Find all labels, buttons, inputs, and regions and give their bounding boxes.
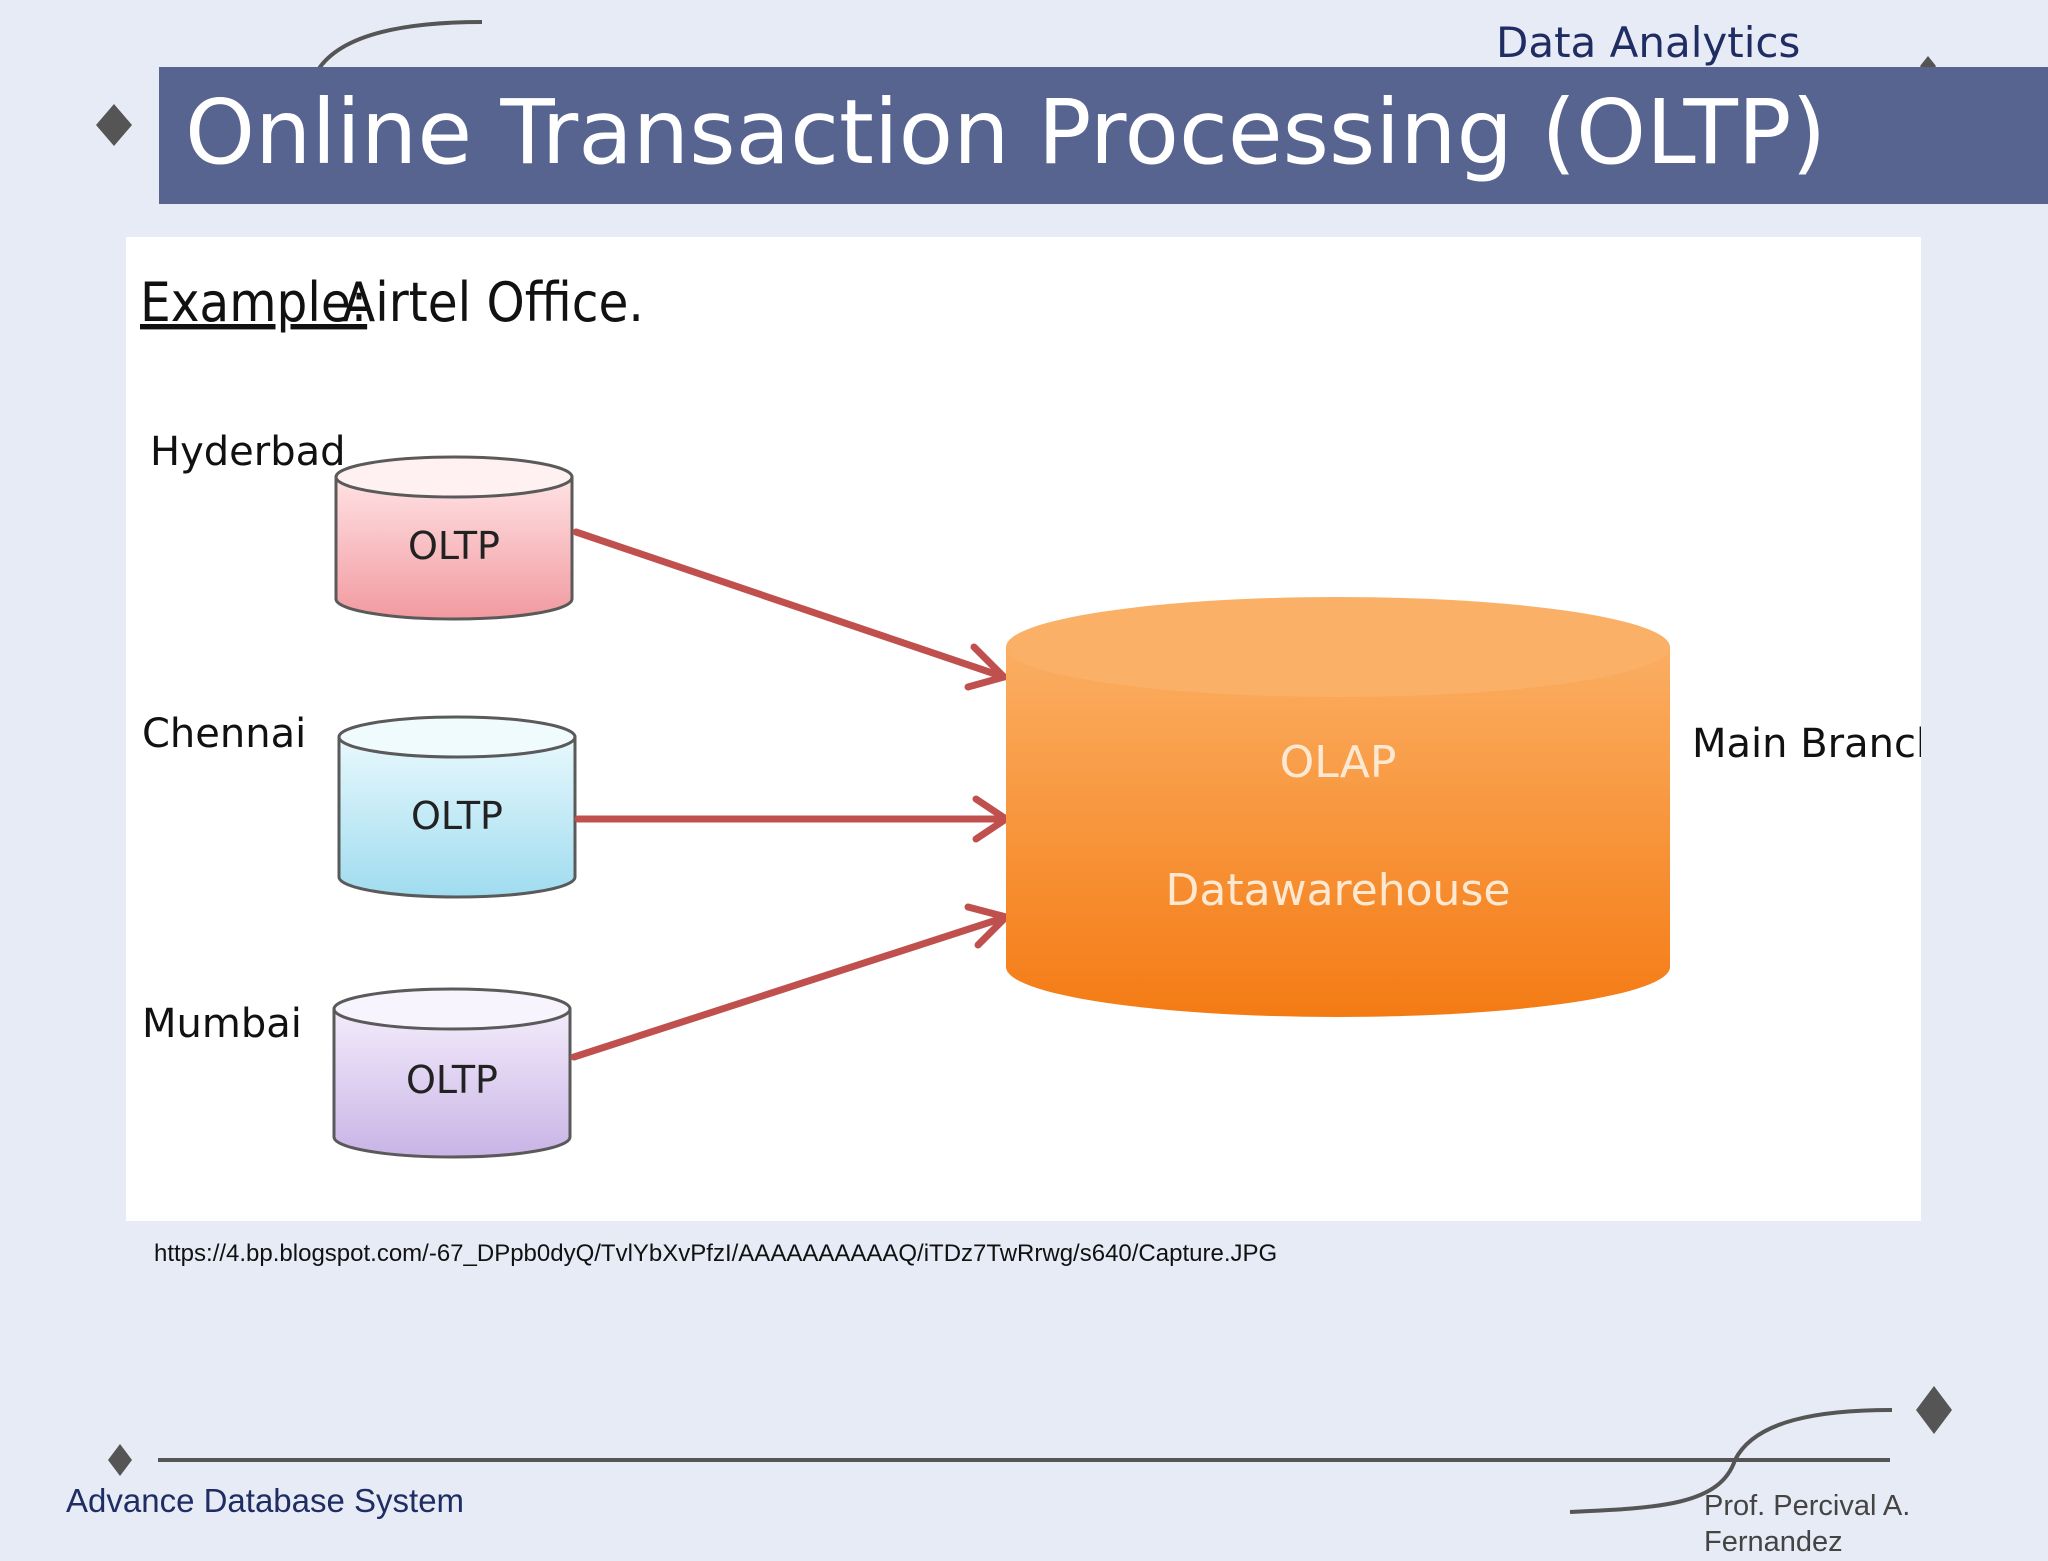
diagram-canvas: Example: Airtel Office. Hyderbad Chennai… (140, 271, 1921, 1159)
page-title: Online Transaction Processing (OLTP) (185, 80, 1827, 184)
arrow-hyderbad-to-olap (572, 528, 1008, 681)
oltp-db-chennai: OLTP (337, 715, 577, 899)
example-value: Airtel Office. (342, 271, 644, 334)
arrow-mumbai-to-olap (570, 913, 1010, 1061)
footer-author: Prof. Percival A. Fernandez (1704, 1490, 1911, 1559)
oltp-label-mumbai: OLTP (406, 1058, 498, 1102)
arrows (570, 528, 1013, 1061)
footer-course-title: Advance Database System (66, 1482, 465, 1519)
title-diamond (96, 104, 132, 146)
image-source-caption: https://4.bp.blogspot.com/-67_DPpb0dyQ/T… (154, 1240, 1278, 1267)
oltp-olap-diagram: Example: Airtel Office. Hyderbad Chennai… (126, 237, 1921, 1221)
olap-datawarehouse-db: OLAP Datawarehouse (1006, 597, 1670, 1017)
oltp-db-hyderbad: OLTP (334, 455, 574, 621)
main-branch-label: Main Branch (1692, 721, 1921, 767)
title-bar (159, 67, 2048, 204)
city-label-mumbai: Mumbai (142, 1001, 302, 1047)
header-tag: Data Analytics (1496, 18, 1801, 67)
top-decor-curve (316, 20, 483, 72)
oltp-label-hyderbad: OLTP (408, 524, 500, 568)
oltp-label-chennai: OLTP (411, 794, 503, 838)
datawarehouse-label: Datawarehouse (1166, 865, 1511, 916)
city-label-hyderbad: Hyderbad (150, 429, 346, 475)
footer-right-diamond (1916, 1386, 1952, 1434)
footer-left-diamond (108, 1444, 132, 1476)
olap-label: OLAP (1280, 737, 1397, 788)
example-label: Example: (140, 271, 367, 334)
city-label-chennai: Chennai (142, 711, 306, 757)
oltp-db-mumbai: OLTP (332, 987, 572, 1159)
arrowhead-hyderbad (964, 643, 1011, 691)
